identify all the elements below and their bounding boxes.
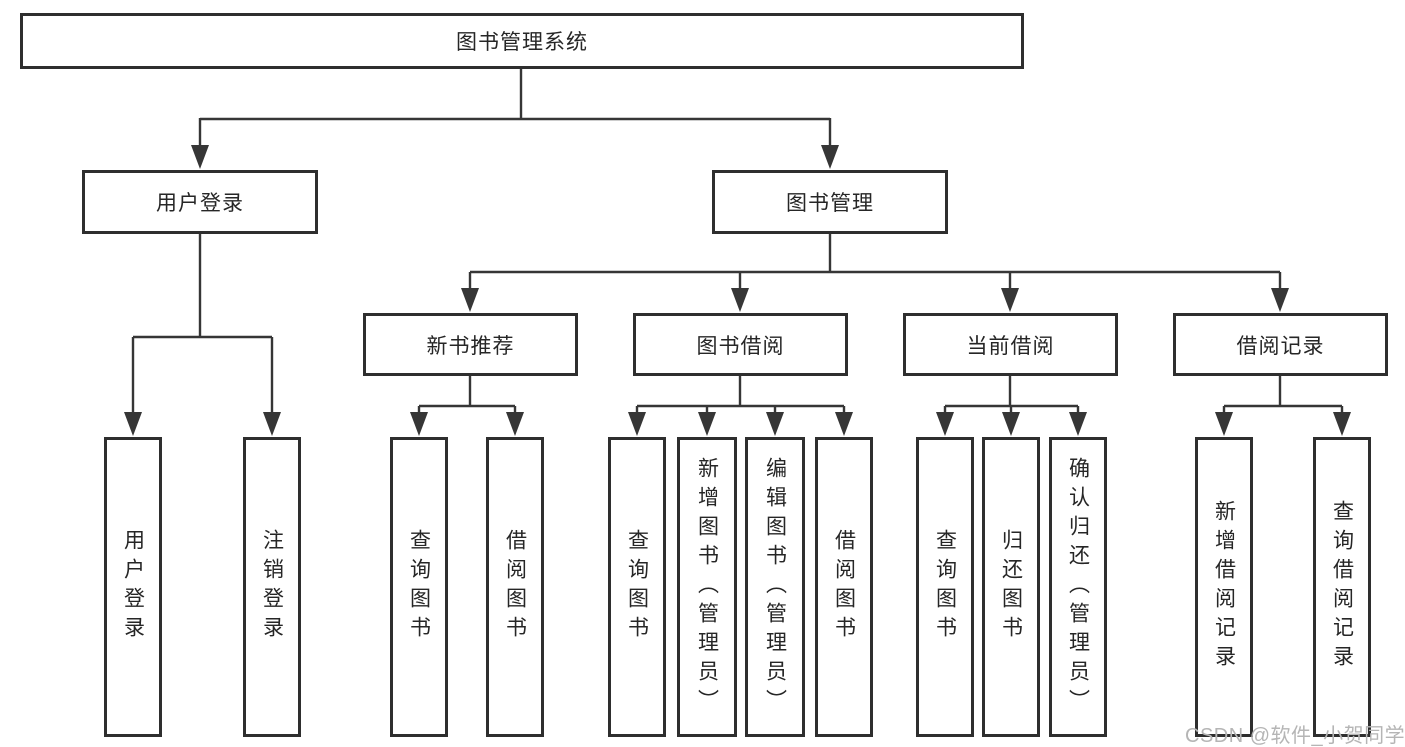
leaf-query-books-recommend: 查询图书 [390, 437, 448, 737]
arrow-down-icon [1215, 412, 1233, 436]
leaf-logout: 注销登录 [243, 437, 301, 737]
leaf-label: 借阅图书 [832, 529, 856, 645]
leaf-label: 借阅图书 [503, 529, 527, 645]
node-library-system: 图书管理系统 [20, 13, 1024, 69]
arrow-down-icon [731, 288, 749, 312]
leaf-label: 查询图书 [407, 529, 431, 645]
node-current-borrow: 当前借阅 [903, 313, 1118, 376]
edge-book-management-to-level3 [468, 234, 1282, 292]
edge-root-to-level2 [198, 69, 832, 148]
arrow-down-icon [461, 288, 479, 312]
leaf-label: 新增借阅记录 [1212, 500, 1236, 674]
leaf-label: 确认归还（管理员） [1066, 456, 1090, 718]
arrow-down-icon [191, 145, 209, 169]
arrow-down-icon [1002, 412, 1020, 436]
leaf-confirm-return-admin: 确认归还（管理员） [1049, 437, 1107, 737]
leaf-label: 用户登录 [121, 529, 145, 645]
node-user-login: 用户登录 [82, 170, 318, 234]
leaf-borrow-books-borrow: 借阅图书 [815, 437, 873, 737]
leaf-return-books: 归还图书 [982, 437, 1040, 737]
leaf-user-login: 用户登录 [104, 437, 162, 737]
arrow-down-icon [1001, 288, 1019, 312]
arrow-down-icon [766, 412, 784, 436]
leaf-label: 归还图书 [999, 529, 1023, 645]
leaf-label: 编辑图书（管理员） [763, 456, 787, 718]
leaf-label: 查询借阅记录 [1330, 500, 1354, 674]
leaf-add-borrow-record: 新增借阅记录 [1195, 437, 1253, 737]
leaf-label: 查询图书 [625, 529, 649, 645]
arrow-down-icon [124, 412, 142, 436]
leaf-query-books-current: 查询图书 [916, 437, 974, 737]
node-borrow-records: 借阅记录 [1173, 313, 1388, 376]
arrow-down-icon [410, 412, 428, 436]
leaf-edit-book-admin: 编辑图书（管理员） [745, 437, 805, 737]
node-book-management: 图书管理 [712, 170, 948, 234]
arrow-down-icon [835, 412, 853, 436]
edge-current-borrow-to-leaves [943, 376, 1080, 416]
leaf-label: 注销登录 [260, 529, 284, 645]
arrow-down-icon [263, 412, 281, 436]
leaf-label: 新增图书（管理员） [695, 456, 719, 718]
edge-new-book-recommend-to-leaves [417, 376, 517, 416]
arrow-down-icon [936, 412, 954, 436]
leaf-label: 查询图书 [933, 529, 957, 645]
edge-borrow-records-to-leaves [1222, 376, 1344, 416]
arrow-down-icon [698, 412, 716, 436]
arrow-down-icon [821, 145, 839, 169]
leaf-query-books-borrow: 查询图书 [608, 437, 666, 737]
arrow-down-icon [1271, 288, 1289, 312]
edge-user-login-to-leaves [131, 234, 274, 415]
leaf-add-book-admin: 新增图书（管理员） [677, 437, 737, 737]
edge-book-borrow-to-leaves [635, 376, 846, 416]
arrow-down-icon [506, 412, 524, 436]
arrow-down-icon [1333, 412, 1351, 436]
arrow-down-icon [1069, 412, 1087, 436]
node-book-borrow: 图书借阅 [633, 313, 848, 376]
node-new-book-recommend: 新书推荐 [363, 313, 578, 376]
leaf-query-borrow-record: 查询借阅记录 [1313, 437, 1371, 737]
csdn-watermark: CSDN @软件_小贺同学 [1185, 725, 1405, 747]
leaf-borrow-books-recommend: 借阅图书 [486, 437, 544, 737]
arrow-down-icon [628, 412, 646, 436]
